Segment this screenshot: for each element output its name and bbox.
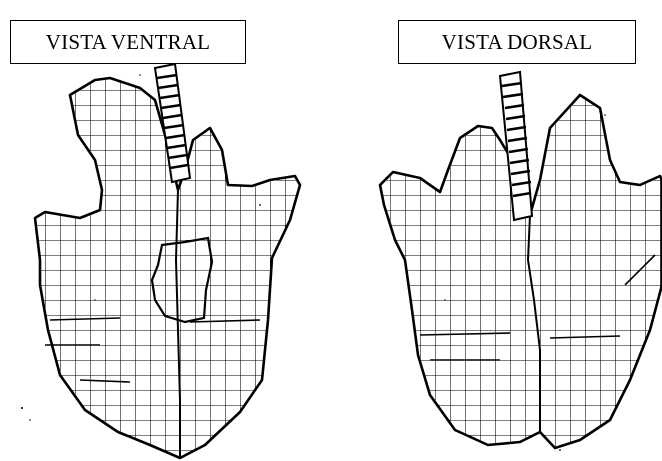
dorsal-view-label: VISTA DORSAL	[398, 20, 636, 64]
ventral-heart-region	[152, 238, 212, 322]
dorsal-lungs	[331, 0, 662, 461]
ventral-view-label: VISTA VENTRAL	[10, 20, 246, 64]
